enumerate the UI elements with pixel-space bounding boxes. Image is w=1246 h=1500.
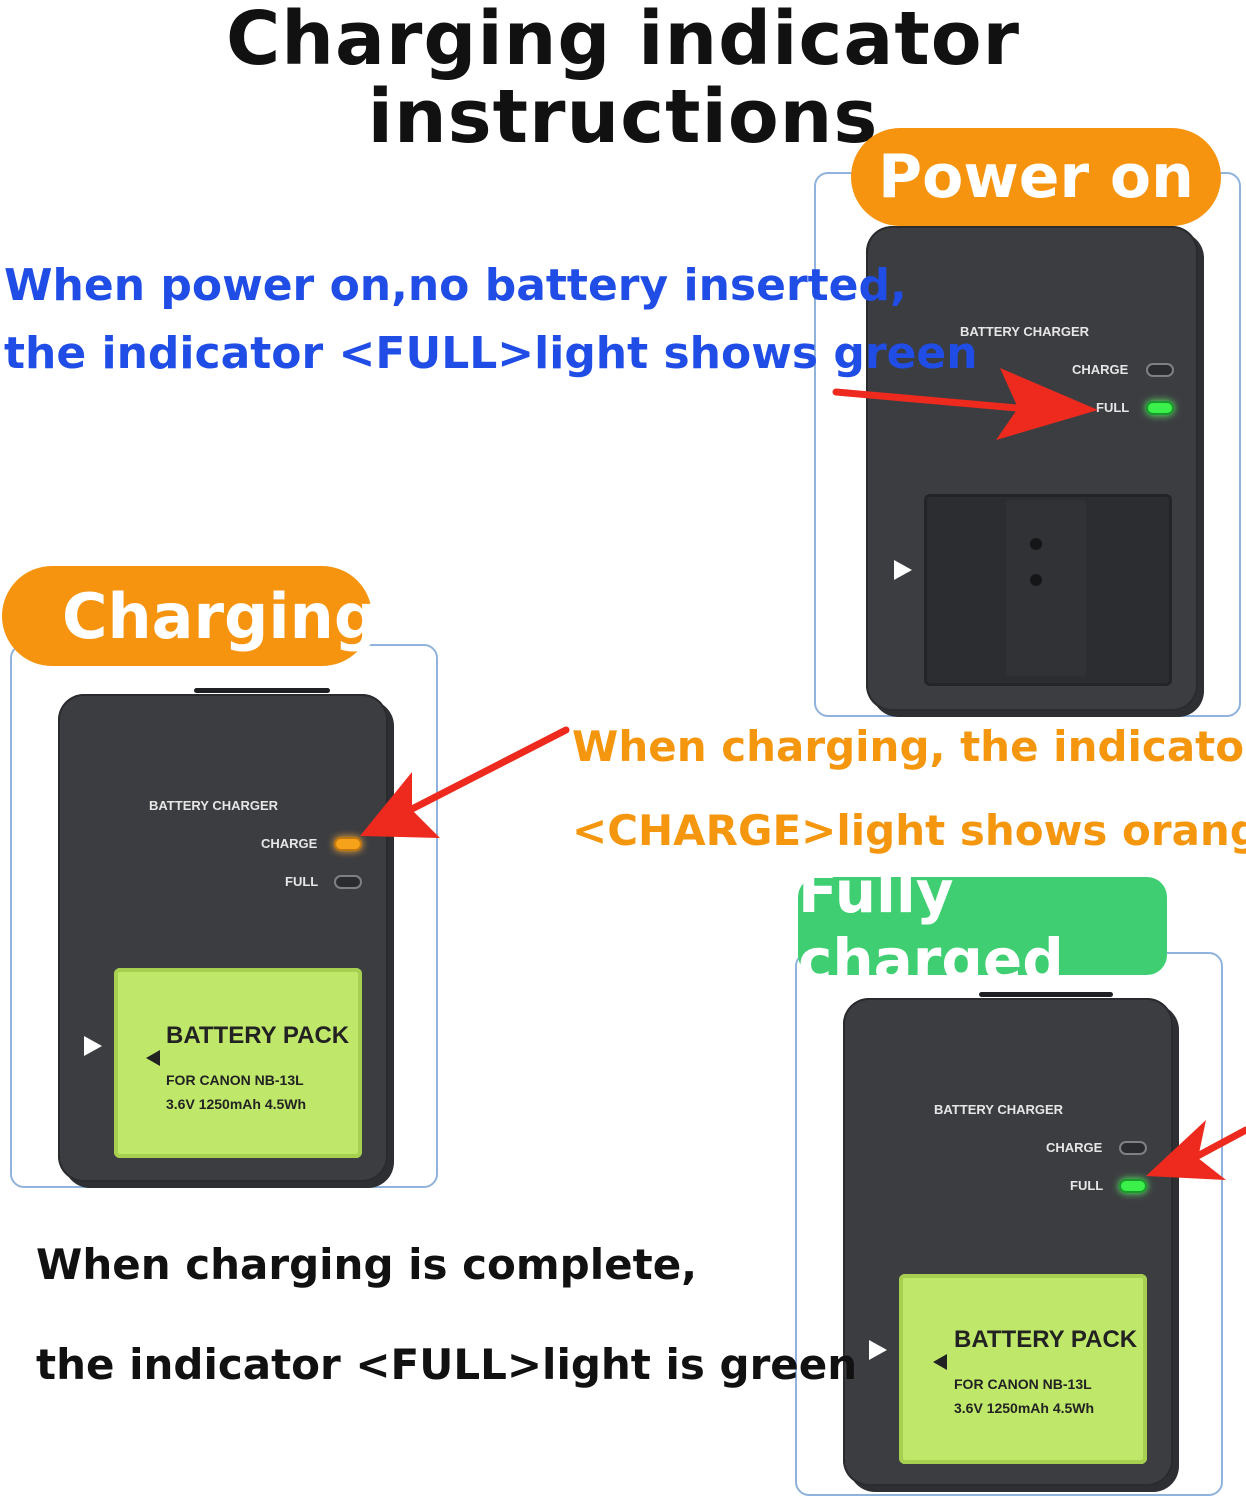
charging-description-line1: When charging, the indicator <box>572 722 1246 771</box>
insert-direction-icon <box>894 560 912 580</box>
battery-pack: BATTERY PACK FOR CANON NB-13L 3.6V 1250m… <box>114 968 362 1158</box>
charger-brand-label: BATTERY CHARGER <box>149 798 279 813</box>
slot-pin <box>1030 538 1042 550</box>
charge-label: CHARGE <box>261 836 318 851</box>
power-on-description-line1: When power on,no battery inserted, <box>4 260 907 311</box>
slot-pin <box>1030 574 1042 586</box>
power-on-charger: BATTERY CHARGER CHARGE FULL <box>866 226 1198 711</box>
insert-direction-icon <box>869 1340 887 1360</box>
battery-spec: 3.6V 1250mAh 4.5Wh <box>166 1096 307 1112</box>
fully-charged-badge: Fully charged <box>798 858 1167 994</box>
fully-charged-charger: BATTERY CHARGER CHARGE FULL BATTERY PACK… <box>843 992 1173 1486</box>
battery-slot <box>924 494 1172 686</box>
power-on-description-line2: the indicator <FULL>light shows green <box>4 328 978 379</box>
charging-description-line2: <CHARGE>light shows orange <box>572 806 1246 855</box>
charge-led <box>1119 1141 1147 1155</box>
charger-brand-label: BATTERY CHARGER <box>934 1102 1064 1117</box>
slot-contact-block <box>1006 500 1086 676</box>
full-led <box>1146 401 1174 415</box>
charger-top-cap <box>194 688 330 693</box>
charging-badge: Charging <box>2 566 378 666</box>
charge-label: CHARGE <box>1046 1140 1103 1155</box>
battery-pack-title: BATTERY PACK <box>166 1022 350 1049</box>
battery-direction-icon <box>933 1354 947 1370</box>
full-led <box>334 875 362 889</box>
charger-top-cap <box>979 992 1113 997</box>
full-label: FULL <box>1070 1178 1104 1193</box>
power-on-badge: Power on <box>851 128 1221 226</box>
full-led <box>1119 1179 1147 1193</box>
full-label: FULL <box>285 874 319 889</box>
charge-led <box>1146 363 1174 377</box>
battery-spec: 3.6V 1250mAh 4.5Wh <box>954 1400 1095 1416</box>
charge-led <box>334 837 362 851</box>
battery-model: FOR CANON NB-13L <box>166 1072 304 1088</box>
charging-charger: BATTERY CHARGER CHARGE FULL BATTERY PACK… <box>58 688 388 1182</box>
full-label: FULL <box>1096 400 1130 415</box>
battery-direction-icon <box>146 1050 160 1066</box>
charge-label: CHARGE <box>1072 362 1129 377</box>
battery-pack: BATTERY PACK FOR CANON NB-13L 3.6V 1250m… <box>899 1274 1147 1464</box>
complete-description-line2: the indicator <FULL>light is green <box>36 1340 858 1389</box>
battery-model: FOR CANON NB-13L <box>954 1376 1092 1392</box>
battery-pack-title: BATTERY PACK <box>954 1326 1138 1353</box>
complete-description-line1: When charging is complete, <box>36 1240 698 1289</box>
page-title: Charging indicator instructions <box>225 0 1021 160</box>
insert-direction-icon <box>84 1036 102 1056</box>
charger-brand-label: BATTERY CHARGER <box>960 324 1090 339</box>
